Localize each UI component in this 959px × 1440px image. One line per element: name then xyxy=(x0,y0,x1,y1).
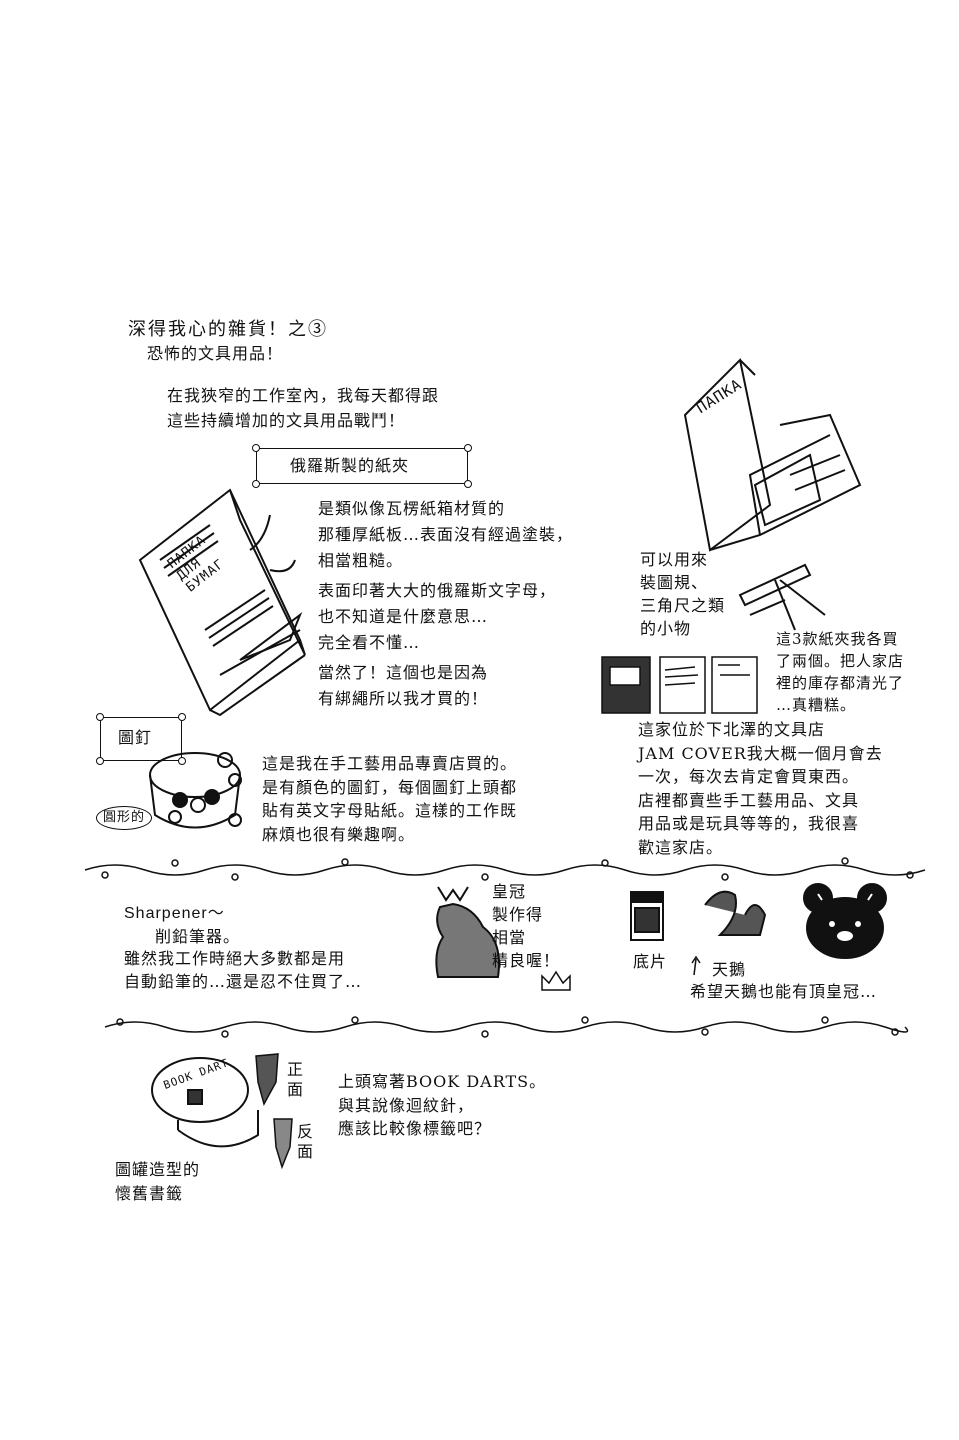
vine-divider-2 xyxy=(104,1016,909,1038)
bookdarts-text: 上頭寫著BOOK DARTS。 與其說像迴紋針， 應該比較像標籤吧？ xyxy=(338,1072,547,1138)
pin-heading: 圖釘 xyxy=(118,728,153,747)
bookdart-back-illustration xyxy=(273,1118,293,1170)
pin-heading-frame xyxy=(96,713,186,765)
folder-heading: 俄羅斯製的紙夾 xyxy=(290,456,410,475)
bookdart-front-illustration xyxy=(255,1053,279,1106)
crown-icon xyxy=(541,970,571,991)
sharpener-subtitle: 削鉛筆器。 xyxy=(155,927,241,946)
russian-folder-illustration xyxy=(138,488,306,717)
open-folder-illustration xyxy=(683,357,862,552)
can-use-text: 可以用來 裝圖規、 三角尺之類 的小物 xyxy=(640,550,726,638)
pin-tin-illustration xyxy=(149,752,242,829)
bought-two-text: 這3款紙夾我各買 了兩個。把人家店 裡的庫存都清光了 …真糟糕。 xyxy=(776,630,905,714)
folder-heading-frame xyxy=(252,444,472,488)
bookdart-back-label: 反 面 xyxy=(297,1122,315,1161)
vine-divider-1 xyxy=(84,857,926,881)
ruler-compass-illustration xyxy=(738,563,826,631)
crown-text: 皇冠 製作得 相當 精良喔！ xyxy=(492,882,561,970)
swan-label: 天鵝 xyxy=(712,960,747,979)
folder-para-3: 當然了！這個也是因為 有綁繩所以我才買的！ xyxy=(318,663,489,708)
page-subtitle: 恐怖的文具用品！ xyxy=(147,344,284,363)
frog-sharpener-illustration xyxy=(435,886,500,978)
shop-text: 這家位於下北澤的文具店 JAM COVER我大概一個月會去 一次，每次去肯定會買… xyxy=(638,720,883,857)
folder-para-2: 表面印著大大的俄羅斯文字母， 也不知道是什麼意思… 完全看不懂… xyxy=(318,581,557,652)
bookdarts-tin-illustration xyxy=(151,1057,259,1148)
swan-wish: 希望天鵝也能有頂皇冠… xyxy=(690,982,878,1001)
round-label: 圓形的 xyxy=(96,806,153,830)
bear-sharpener-illustration xyxy=(803,883,887,959)
sharpener-title: Sharpener～ xyxy=(124,905,225,922)
film-canister-illustration xyxy=(630,891,664,941)
intro-text: 在我狹窄的工作室內，我每天都得跟 這些持續增加的文具用品戰鬥！ xyxy=(167,386,440,430)
pin-text: 這是我在手工藝用品專賣店買的。 是有顏色的圖釘，每個圖釘上頭都 貼有英文字母貼紙… xyxy=(262,754,518,844)
bookdart-front-label: 正 面 xyxy=(287,1060,305,1099)
bookdarts-caption: 圖罐造型的 懷舊書籤 xyxy=(115,1160,201,1203)
three-folders-illustration xyxy=(601,656,758,714)
swan-sharpener-illustration xyxy=(704,890,767,936)
base-label: 底片 xyxy=(633,952,668,971)
folder-para-1: 是類似像瓦楞紙箱材質的 那種厚紙板…表面沒有經過塗裝， 相當粗糙。 xyxy=(318,499,574,570)
sharpener-text: 雖然我工作時絕大多數都是用 自動鉛筆的…還是忍不住買了… xyxy=(124,949,363,991)
arrow-icon xyxy=(691,955,701,976)
page-title: 深得我心的雜貨！之③ xyxy=(128,319,328,340)
